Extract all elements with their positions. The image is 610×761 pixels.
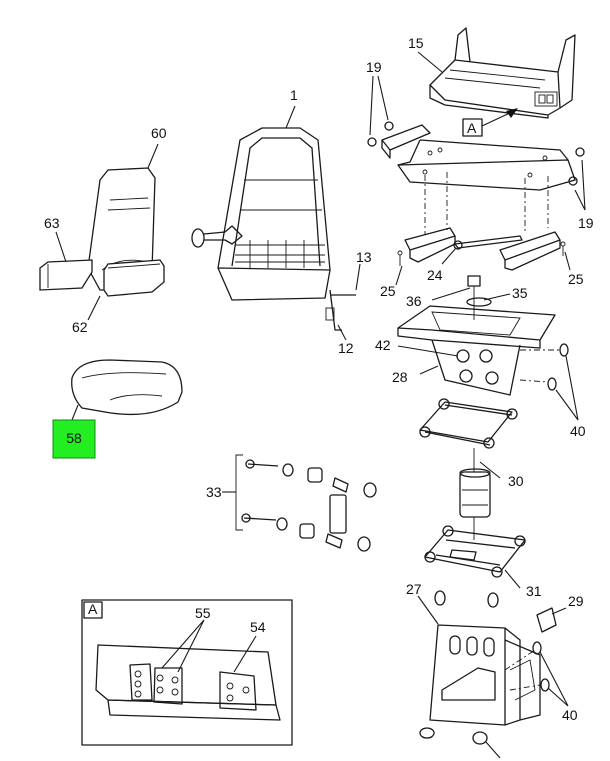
- callout-36: 36: [406, 293, 422, 309]
- part-31-lower-frame: [424, 525, 526, 578]
- seat-base-rails: [367, 121, 585, 271]
- leader-lines: [55, 51, 586, 759]
- part-28-upper-bracket: [397, 305, 569, 396]
- callout-19-top: 19: [366, 59, 382, 75]
- callout-55: 55: [195, 605, 211, 621]
- callout-35: 35: [512, 285, 528, 301]
- washer-left: [434, 590, 446, 606]
- callout-63: 63: [44, 215, 60, 231]
- callout-31: 31: [526, 583, 542, 599]
- shock-absorber: [459, 448, 491, 540]
- highlighted-callout-box[interactable]: [52, 419, 96, 459]
- callout-25-left: 25: [380, 283, 396, 299]
- callout-40-upper: 40: [570, 423, 586, 439]
- washer-right: [487, 592, 499, 608]
- part-60-seat-cushion-assembly: [39, 167, 165, 297]
- view-a-arrow: [462, 108, 518, 137]
- callout-19-right: 19: [578, 215, 594, 231]
- callout-29: 29: [568, 593, 584, 609]
- callout-60: 60: [151, 125, 167, 141]
- detail-box-letter: A: [88, 601, 98, 617]
- part-1-backrest-frame: [191, 127, 356, 331]
- callout-12: 12: [338, 340, 354, 356]
- part-15-seat-pan-frame: [429, 27, 576, 119]
- part-27-base: [419, 624, 550, 745]
- callout-54: 54: [250, 619, 266, 635]
- arrow-box-letter: A: [467, 120, 477, 136]
- part-30-link: [419, 398, 518, 449]
- part-36-35-fitting: [466, 275, 492, 320]
- detail-view-a: [81, 599, 293, 746]
- callout-40-lower: 40: [562, 707, 578, 723]
- highlighted-callout-label[interactable]: 58: [66, 430, 82, 446]
- part-58-bottom-cushion: [71, 359, 183, 416]
- part-33-hardware-set: [235, 454, 377, 552]
- part-29-clip: [536, 607, 557, 633]
- callout-25-right: 25: [568, 271, 584, 287]
- callout-27: 27: [406, 581, 422, 597]
- callout-28: 28: [392, 369, 408, 385]
- callout-30: 30: [508, 473, 524, 489]
- callout-1: 1: [290, 87, 298, 103]
- callout-42: 42: [375, 337, 391, 353]
- callout-15: 15: [408, 35, 424, 51]
- callout-24: 24: [427, 267, 443, 283]
- callout-62: 62: [72, 319, 88, 335]
- callout-33: 33: [206, 484, 222, 500]
- callout-13: 13: [356, 249, 372, 265]
